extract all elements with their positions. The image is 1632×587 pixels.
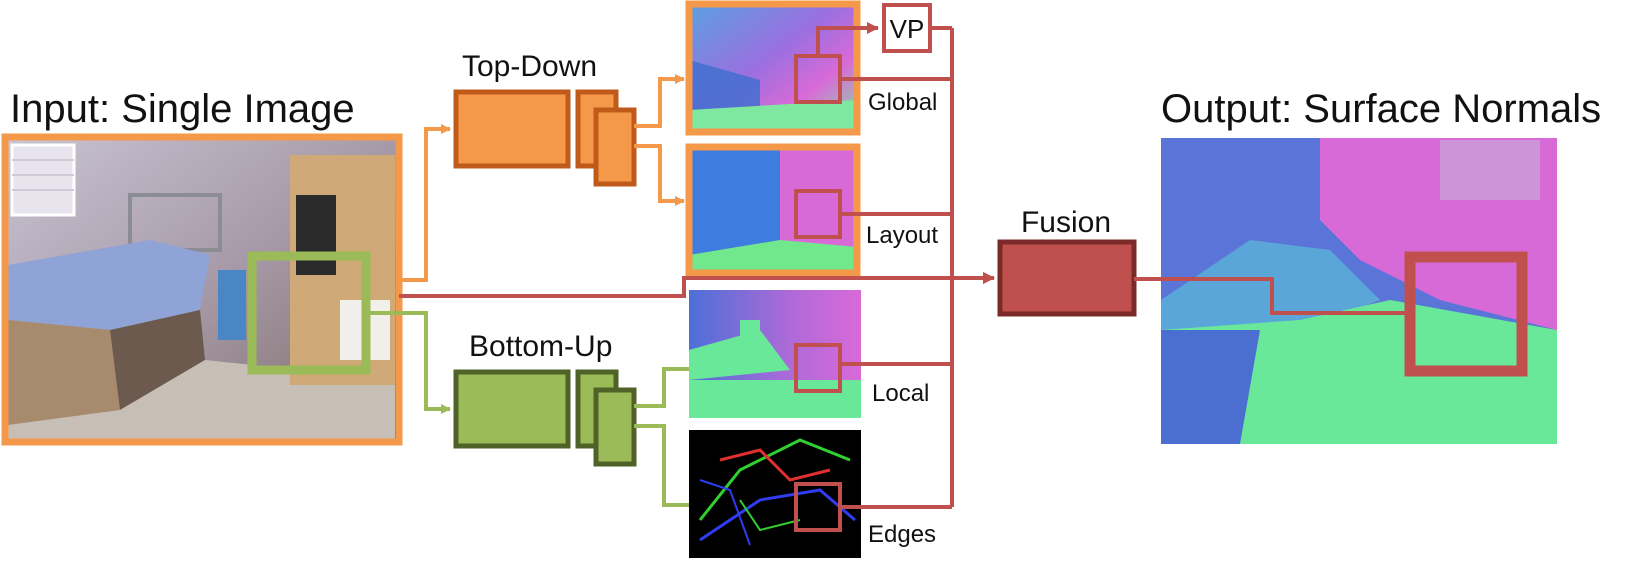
top-down-title: Top-Down <box>462 50 597 83</box>
edges-image <box>689 430 861 558</box>
fusion-to-output-connector <box>1134 277 1410 315</box>
layout-normals-image <box>685 143 861 277</box>
fusion-title: Fusion <box>1021 206 1111 239</box>
input-image <box>1 133 403 446</box>
arrow-input-to-bottom-up <box>368 311 451 414</box>
arrow-input-to-top-down <box>399 124 451 282</box>
output-crop-box <box>1404 251 1528 377</box>
output-normals-image <box>1161 138 1557 444</box>
local-crop-box <box>794 343 842 393</box>
arrow-top-down-to-layout <box>634 144 685 206</box>
arrow-top-down-to-global <box>634 74 685 128</box>
layout-label: Layout <box>866 222 938 249</box>
vp-label: VP <box>890 14 925 44</box>
edges-label: Edges <box>868 521 936 548</box>
global-label: Global <box>868 89 937 116</box>
vp-box <box>882 3 932 53</box>
arrow-global-to-vp <box>816 22 879 56</box>
arrow-input-to-fusion <box>399 272 995 298</box>
fusion-box <box>997 239 1137 317</box>
bottom-up-title: Bottom-Up <box>469 330 612 363</box>
input-title: Input: Single Image <box>10 87 355 131</box>
bottom-up-network <box>453 369 637 467</box>
global-normals-image <box>685 0 861 136</box>
output-title: Output: Surface Normals <box>1161 87 1601 131</box>
top-down-network <box>453 89 637 187</box>
local-label: Local <box>872 380 929 407</box>
fusion-connectors <box>840 26 954 509</box>
local-normals-image <box>689 290 861 418</box>
